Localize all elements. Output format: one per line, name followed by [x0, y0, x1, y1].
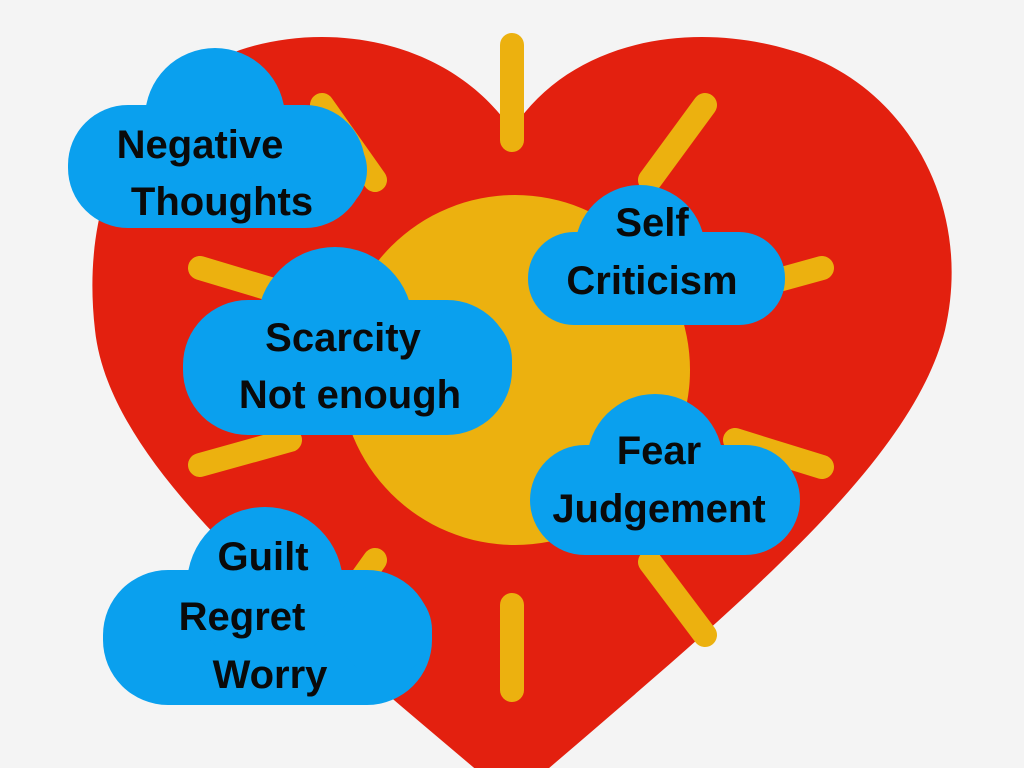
cloud-self-criticism: [528, 185, 785, 325]
cloud-fear-judgement: [530, 394, 800, 555]
cloud-label: Criticism: [566, 259, 737, 303]
cloud-label: Worry: [213, 653, 329, 697]
cloud-scarcity: [183, 247, 512, 435]
cloud-label: Not enough: [239, 373, 461, 417]
cloud-label: Regret: [179, 595, 306, 639]
sun-ray: [638, 93, 717, 192]
cloud-label: Negative: [117, 123, 284, 167]
cloud-label: Judgement: [552, 487, 765, 531]
sun-ray: [638, 550, 717, 647]
cloud-guilt-regret-worry: [103, 507, 432, 705]
cloud-label: Fear: [617, 429, 702, 473]
cloud-label: Scarcity: [265, 316, 421, 360]
cloud-label: Self: [615, 201, 689, 245]
cloud-negative-thoughts: [68, 48, 367, 228]
sun-ray: [188, 428, 302, 477]
cloud-label: Thoughts: [131, 180, 313, 224]
sun-ray: [723, 428, 834, 479]
cloud-label: Guilt: [217, 535, 308, 579]
